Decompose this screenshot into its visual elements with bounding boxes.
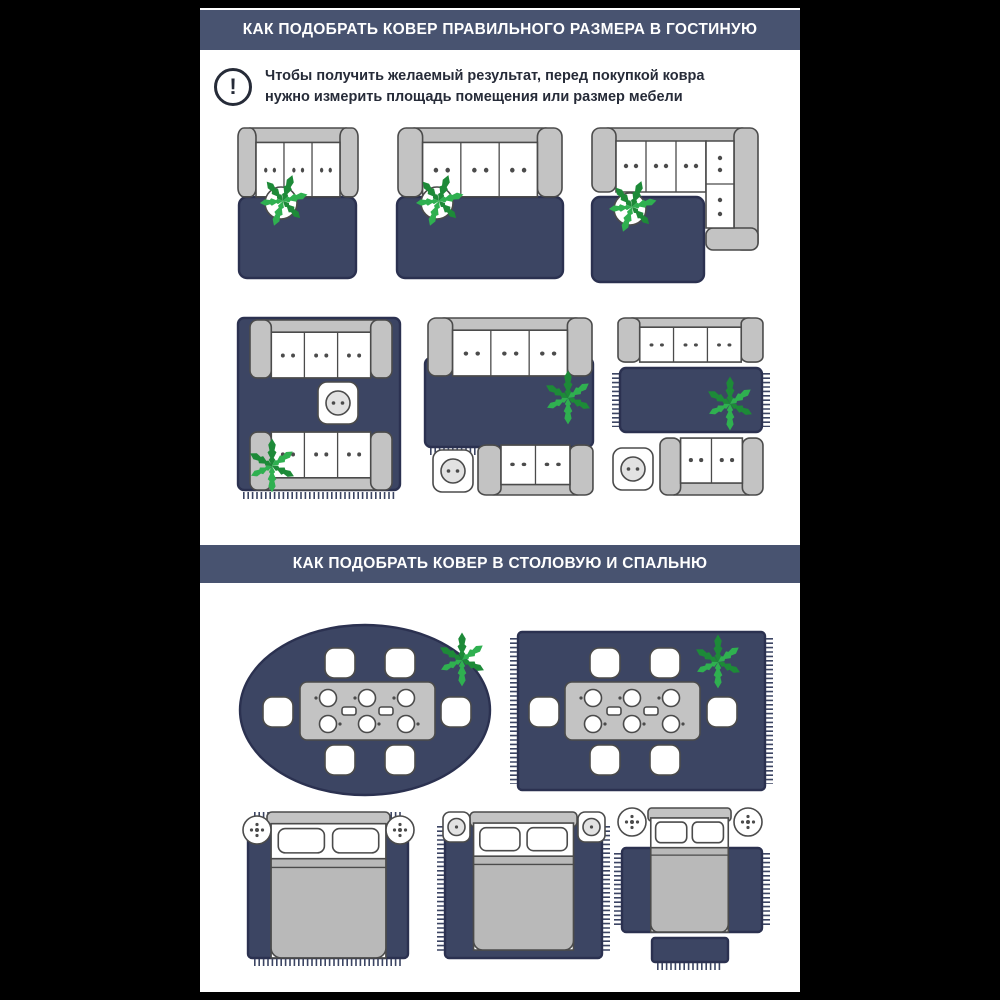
- side-table-icon: [432, 449, 474, 493]
- diagram-two-sofas-large-rug: [238, 318, 400, 496]
- diagram-two-sofas-medium-rug: [425, 317, 593, 496]
- chair-icon: [649, 744, 681, 776]
- diagram-two-sofas-small-rug: [612, 317, 767, 496]
- chair-icon: [589, 647, 621, 679]
- dining-bedroom-section-header: КАК ПОДОБРАТЬ КОВЕР В СТОЛОВУЮ И СПАЛЬНЮ: [200, 545, 800, 583]
- chair-icon: [384, 744, 416, 776]
- bed-icon: [266, 811, 391, 959]
- chair-icon: [262, 696, 294, 728]
- note-text: Чтобы получить желаемый результат, перед…: [265, 66, 704, 108]
- living-room-diagrams: [200, 127, 800, 520]
- chair-icon: [706, 696, 738, 728]
- diagram-bed-wide-rug: [441, 811, 607, 958]
- content-panel: КАК ПОДОБРАТЬ КОВЕР ПРАВИЛЬНОГО РАЗМЕРА …: [200, 8, 800, 992]
- diagram-rect-dining-rug: [514, 632, 770, 790]
- dining-bedroom-diagrams: [200, 600, 800, 992]
- nightstand-icon: [442, 811, 471, 843]
- diagram-corner-sofa-rug: [592, 128, 758, 282]
- nightstand-icon: [577, 811, 606, 843]
- diagram-bed-full-rug: [242, 811, 415, 963]
- living-room-section-header: КАК ПОДОБРАТЬ КОВЕР ПРАВИЛЬНОГО РАЗМЕРА …: [200, 10, 800, 50]
- measurement-note: ! Чтобы получить желаемый результат, пер…: [214, 66, 786, 108]
- diagram-sofa-equal-rug: [397, 127, 563, 278]
- nightstand-icon: [733, 807, 763, 837]
- side-table-icon: [612, 447, 654, 491]
- coffee-table-icon: [317, 381, 359, 425]
- note-line-2: нужно измерить площадь помещения или раз…: [265, 89, 683, 105]
- exclamation-icon: !: [214, 68, 252, 106]
- chair-icon: [324, 647, 356, 679]
- chair-icon: [528, 696, 560, 728]
- chair-icon: [649, 647, 681, 679]
- exclamation-glyph: !: [229, 74, 237, 99]
- nightstand-icon: [385, 815, 415, 845]
- bed-icon: [469, 811, 578, 951]
- diagram-bed-partial-rug: [617, 807, 767, 967]
- chair-icon: [384, 647, 416, 679]
- dining-bedroom-section-title: КАК ПОДОБРАТЬ КОВЕР В СТОЛОВУЮ И СПАЛЬНЮ: [292, 555, 708, 572]
- diagram-oval-dining-rug: [240, 625, 490, 795]
- bed-icon: [647, 807, 732, 933]
- nightstand-icon: [242, 815, 272, 845]
- chair-icon: [440, 696, 472, 728]
- note-line-1: Чтобы получить желаемый результат, перед…: [265, 68, 705, 84]
- chair-icon: [324, 744, 356, 776]
- foot-runner-rug: [652, 938, 728, 962]
- chair-icon: [589, 744, 621, 776]
- dining-table-icon: [299, 681, 436, 741]
- dining-table-icon: [564, 681, 701, 741]
- nightstand-icon: [617, 807, 647, 837]
- living-room-section-title: КАК ПОДОБРАТЬ КОВЕР ПРАВИЛЬНОГО РАЗМЕРА …: [242, 21, 758, 38]
- diagram-sofa-narrow-rug: [237, 127, 359, 278]
